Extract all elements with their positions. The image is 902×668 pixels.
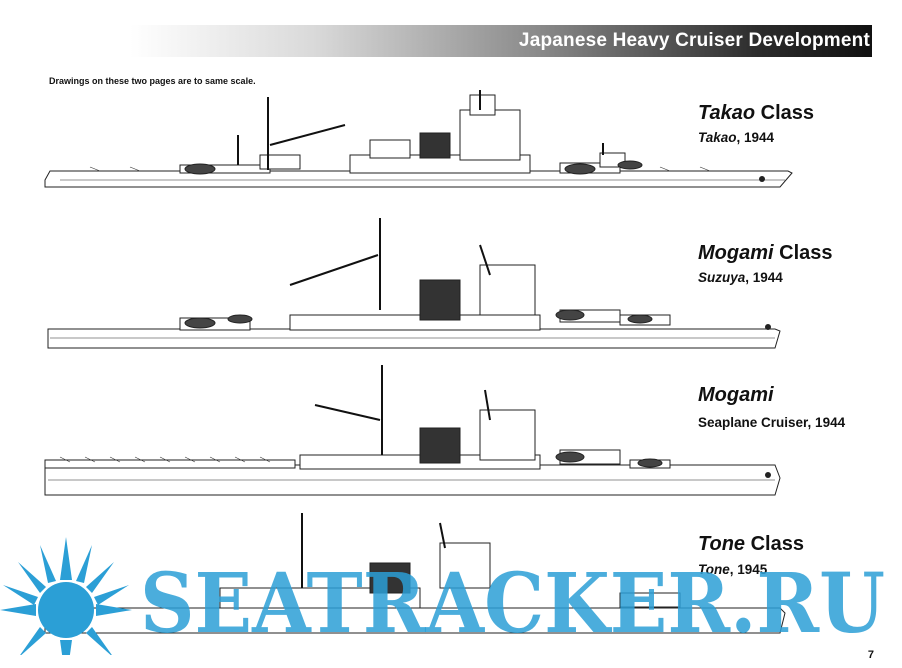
ship-drawing-tone <box>44 513 786 634</box>
page-title: Japanese Heavy Cruiser Development <box>518 30 870 51</box>
watermark-logo: SEATRACKER.RU <box>0 537 885 655</box>
header-band <box>130 25 872 57</box>
sun-burst-icon <box>0 537 132 655</box>
page-number: 7 <box>867 649 874 661</box>
class-name-takao: Takao Class <box>698 102 814 124</box>
ship-subtitle-takao: Takao, 1944 <box>698 130 775 145</box>
ship-drawing-suzuya <box>47 218 781 349</box>
watermark-text: SEATRACKER.RU <box>140 556 885 652</box>
ship-subtitle-tone: Tone, 1945 <box>698 562 768 577</box>
ship-drawing-takao <box>44 90 793 188</box>
scale-note: Drawings on these two pages are to same … <box>49 76 256 86</box>
ship-drawing-mogami-seaplane <box>44 365 781 496</box>
class-name-mogami: Mogami Class <box>698 242 833 264</box>
class-name-mogami-seaplane: Mogami <box>698 384 774 406</box>
class-name-tone: Tone Class <box>698 533 804 555</box>
ship-subtitle-seaplane: Seaplane Cruiser, 1944 <box>698 415 846 430</box>
ship-subtitle-suzuya: Suzuya, 1944 <box>698 270 783 285</box>
